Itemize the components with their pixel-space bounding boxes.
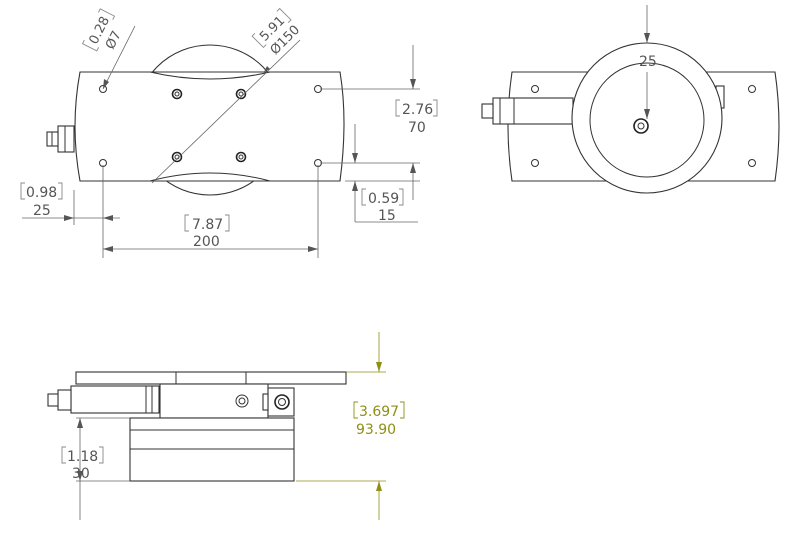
total-height-inch: 3.697 — [359, 404, 399, 420]
screw-icon — [235, 151, 247, 163]
edge-offset-y-mm: 15 — [378, 208, 396, 224]
arrow-icon — [410, 79, 416, 89]
mounting-hole — [531, 85, 539, 93]
screw-icon — [171, 151, 183, 163]
front-view-dimensions: 3.697 93.90 1.18 30 — [61, 332, 405, 520]
hole-spacing-y-inch: 2.76 — [402, 102, 433, 118]
arrow-icon — [376, 481, 382, 491]
arrow-icon — [77, 418, 83, 428]
bracket — [99, 446, 104, 464]
bracket — [353, 401, 358, 419]
arrow-icon — [103, 246, 113, 252]
base-height-mm: 30 — [72, 466, 90, 482]
side-view: 25 — [481, 5, 780, 194]
bracket — [399, 188, 404, 206]
front-view-cylinder-end — [57, 389, 72, 411]
top-view-upper-arc — [149, 71, 271, 80]
arrow-icon — [308, 246, 318, 252]
side-view-cylinder — [492, 97, 574, 125]
hole-spacing-x-inch: 7.87 — [192, 217, 223, 233]
screw-inner — [238, 91, 244, 97]
hole-spacing-x-mm: 200 — [193, 234, 220, 250]
edge-offset-y-inch: 0.59 — [368, 191, 399, 207]
leader-line — [151, 39, 301, 184]
hole-icon — [235, 394, 249, 408]
mounting-hole — [748, 85, 756, 93]
top-view-plate — [74, 71, 345, 182]
screw-icon — [235, 88, 247, 100]
bracket — [276, 7, 292, 23]
total-height-mm: 93.90 — [356, 422, 396, 438]
bore-inner — [637, 122, 645, 130]
edge-offset-inch: 0.98 — [26, 185, 57, 201]
screw-inner — [174, 91, 180, 97]
front-view-plate — [75, 371, 347, 385]
front-view-cylinder-cap — [47, 393, 59, 407]
hole-spacing-y-mm: 70 — [408, 120, 426, 136]
front-view — [47, 371, 347, 482]
top-view-cylinder — [57, 125, 75, 153]
hole-inner — [238, 397, 246, 405]
mounting-hole — [531, 159, 539, 167]
side-view-cylinder-cap — [481, 103, 494, 119]
top-view-lower-arc — [149, 172, 271, 182]
arrow-icon — [103, 79, 109, 89]
arrow-icon — [352, 153, 358, 163]
leader-line — [102, 25, 136, 90]
arrow-icon — [352, 181, 358, 191]
screw-icon — [171, 88, 183, 100]
bracket — [400, 401, 405, 419]
bracket — [184, 214, 189, 232]
arrow-icon — [376, 362, 382, 372]
fitting-inner — [278, 398, 286, 406]
base-height-inch: 1.18 — [67, 449, 98, 465]
bracket — [81, 39, 99, 52]
fitting-nut — [262, 393, 269, 411]
arrow-icon — [77, 471, 83, 481]
bracket — [225, 214, 230, 232]
hole-dia-label: 0.28 Ø7 — [81, 8, 125, 52]
screw-inner — [238, 154, 244, 160]
side-view-inner-circle — [589, 62, 705, 178]
bore-icon — [633, 118, 649, 134]
bracket — [395, 99, 400, 117]
front-view-body — [159, 383, 269, 419]
body-dia-label: 5.91 Ø150 — [251, 7, 303, 58]
bore-dia-mm: 25 — [639, 54, 657, 70]
bracket — [251, 32, 267, 49]
arrow-icon — [103, 215, 113, 221]
fitting-icon — [274, 394, 290, 410]
hole-dia-mm: Ø7 — [103, 29, 125, 52]
arrow-icon — [64, 215, 74, 221]
bracket — [433, 99, 438, 117]
arrow-icon — [410, 163, 416, 173]
bracket — [98, 8, 116, 20]
arrow-icon — [644, 33, 650, 43]
mounting-hole — [748, 159, 756, 167]
edge-offset-mm: 25 — [33, 203, 51, 219]
arrow-icon — [644, 109, 650, 119]
bracket — [61, 446, 66, 464]
top-view — [46, 44, 345, 196]
bracket — [58, 182, 63, 200]
bracket — [361, 188, 366, 206]
arrow-icon — [264, 66, 270, 72]
bracket — [20, 182, 25, 200]
